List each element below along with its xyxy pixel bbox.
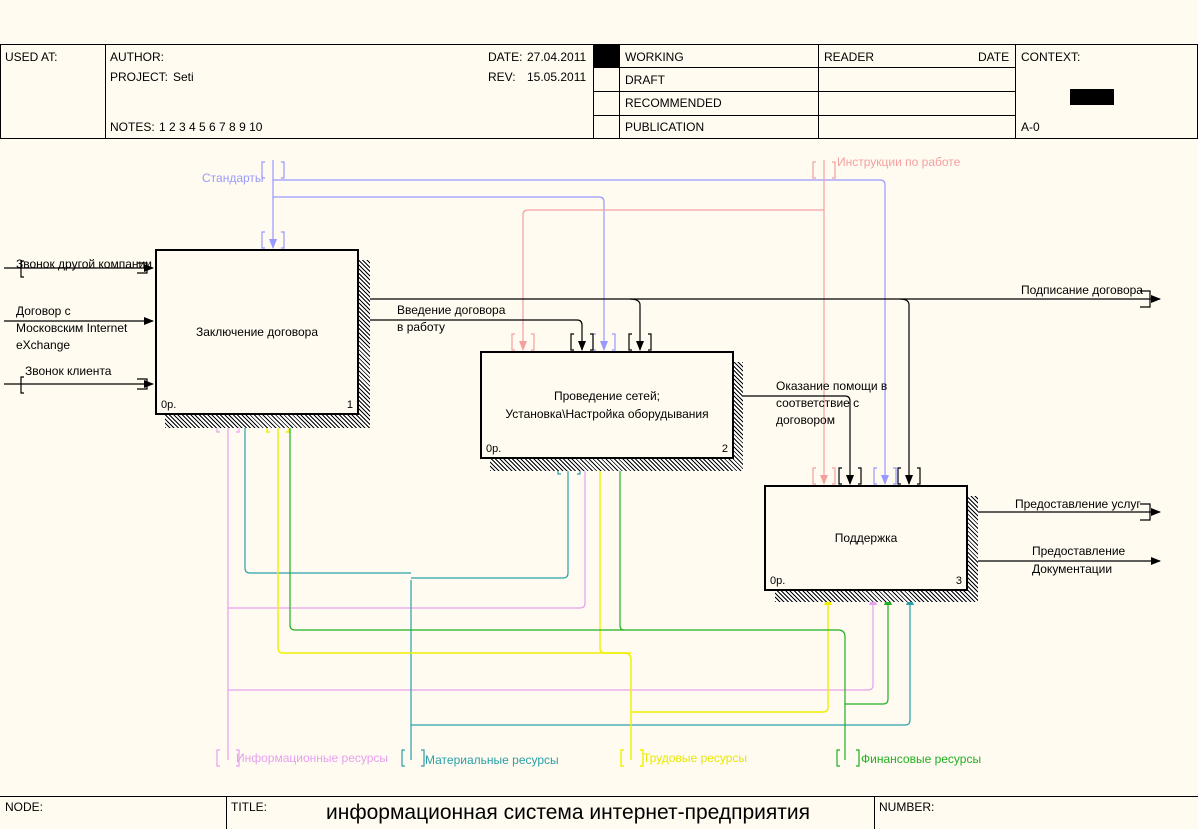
status-working: WORKING xyxy=(625,50,684,64)
number-label: NUMBER: xyxy=(879,800,935,814)
label-labor-resources: Трудовые ресурсы xyxy=(643,751,747,765)
label-contract-mix-1: Договор с xyxy=(16,304,71,318)
box-2-cost: 0р. xyxy=(486,443,502,455)
standards-arrow xyxy=(261,160,897,485)
rev-label: REV: xyxy=(488,70,516,84)
context-label: CONTEXT: xyxy=(1021,50,1081,64)
reader-label: READER xyxy=(824,50,875,64)
label-contract-mix-2: Московским Internet xyxy=(16,321,128,335)
diagram-title: информационная система интернет-предприя… xyxy=(326,801,810,824)
label-signing: Подписание договора xyxy=(1021,283,1143,297)
label-docs-2: Документации xyxy=(1032,562,1113,576)
label-help-3: договором xyxy=(776,413,835,427)
labor-resources-arrow xyxy=(266,417,832,767)
box-2-number: 2 xyxy=(721,443,728,455)
finance-resources-arrow xyxy=(286,417,892,767)
activity-box-2[interactable]: Проведение сетей; Установка\Настройка об… xyxy=(480,351,734,459)
instructions-arrow xyxy=(511,160,836,485)
label-call-client: Звонок клиента xyxy=(25,364,112,378)
info-resources-arrow xyxy=(216,417,877,767)
status-recommended: RECOMMENDED xyxy=(625,96,722,110)
label-contract-mix-3: eXchange xyxy=(16,338,71,352)
box-3-cost: 0р. xyxy=(770,575,786,587)
label-services: Предоставление услуг xyxy=(1015,497,1141,511)
title-label: TITLE: xyxy=(231,800,268,814)
label-finance-resources: Финансовые ресурсы xyxy=(861,752,982,766)
project-value: Seti xyxy=(173,70,194,84)
box-3-title: Поддержка xyxy=(834,531,898,545)
project-label: PROJECT: xyxy=(110,70,169,84)
activity-box-1[interactable]: Заключение договора 0р. 1 xyxy=(155,249,359,415)
label-instructions: Инструкции по работе xyxy=(837,155,961,169)
material-resources-arrow xyxy=(241,417,914,767)
context-node: A-0 xyxy=(1021,120,1040,134)
date-label: DATE: xyxy=(488,50,523,64)
label-help-1: Оказание помощи в xyxy=(776,379,888,393)
used-at-label: USED AT: xyxy=(5,50,58,64)
notes-label: NOTES: xyxy=(110,120,155,134)
label-help-2: соответствие с xyxy=(776,396,860,410)
box-3-number: 3 xyxy=(955,575,962,587)
reader-date-label: DATE xyxy=(978,50,1010,64)
node-label: NODE: xyxy=(5,800,44,814)
box-1-number: 1 xyxy=(346,399,353,411)
label-standards: Стандарты xyxy=(202,171,264,185)
rev-value: 15.05.2011 xyxy=(527,70,587,84)
date-value: 27.04.2011 xyxy=(527,50,587,64)
label-material-resources: Материальные ресурсы xyxy=(425,753,559,767)
notes-values: 1 2 3 4 5 6 7 8 9 10 xyxy=(159,120,263,134)
label-intro-1: Введение договора xyxy=(397,303,506,317)
activity-box-3[interactable]: Поддержка 0р. 3 xyxy=(764,485,968,591)
status-draft: DRAFT xyxy=(625,73,665,87)
author-label: AUTHOR: xyxy=(110,50,164,64)
box-2-title: Проведение сетей; Установка\Настройка об… xyxy=(505,389,709,421)
context-marker xyxy=(1070,89,1114,105)
label-info-resources: Информационные ресурсы xyxy=(236,751,389,765)
box-1-cost: 0р. xyxy=(161,399,177,411)
box-1-title: Заключение договора xyxy=(195,325,319,339)
label-call-other: Звонок другой компании xyxy=(16,257,152,271)
status-publication: PUBLICATION xyxy=(625,120,705,134)
black-flows xyxy=(4,260,1161,565)
label-intro-2: в работу xyxy=(397,320,445,334)
label-docs-1: Предоставление xyxy=(1032,544,1126,558)
